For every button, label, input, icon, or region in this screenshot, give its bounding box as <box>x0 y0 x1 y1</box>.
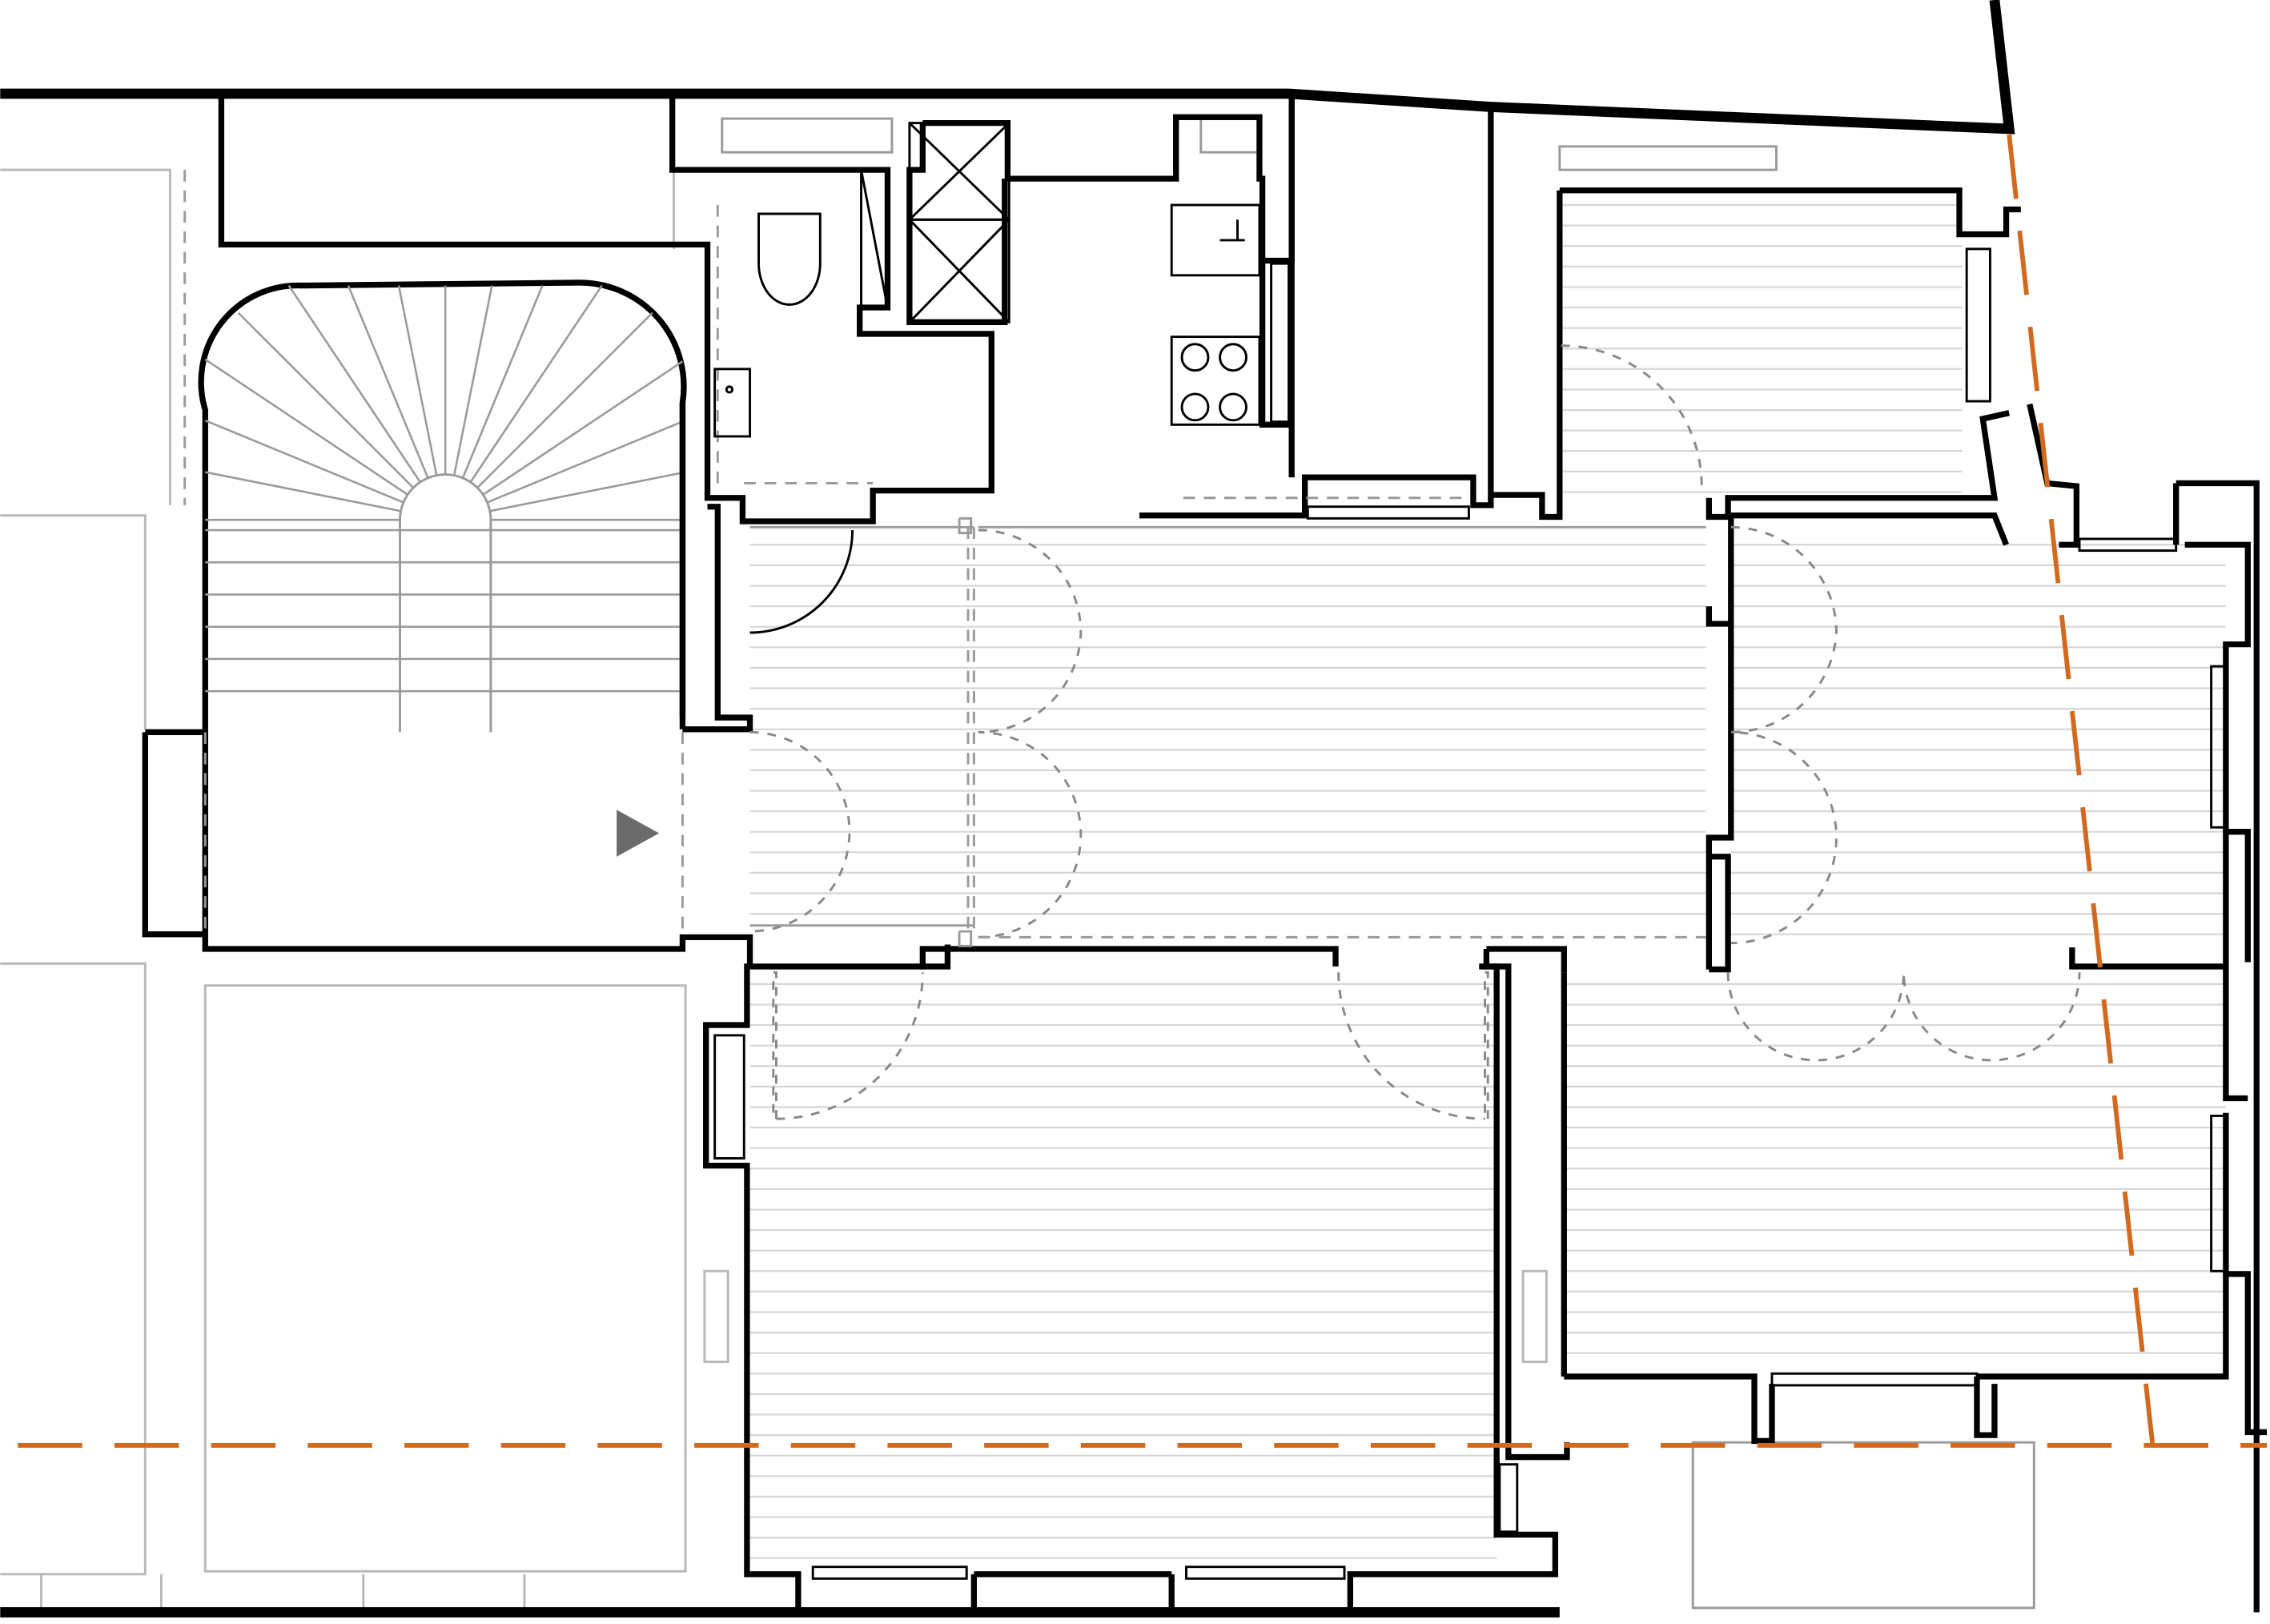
sink-icon <box>713 368 752 438</box>
floorboard-hatching <box>205 203 2226 1559</box>
entry-arrow-icon <box>617 810 660 857</box>
stair-ray <box>204 419 404 504</box>
stair-ray <box>461 285 544 479</box>
stair-ray <box>204 358 408 496</box>
stair-ray <box>205 471 401 513</box>
stair-ray <box>347 285 429 479</box>
cupboard-icon <box>860 122 1010 324</box>
stair-ray <box>237 312 415 489</box>
section-cut-lines <box>18 134 2268 1448</box>
windows <box>713 247 2228 1580</box>
hob-icon <box>1170 336 1261 426</box>
toilet-icon <box>757 212 822 306</box>
thresholds <box>203 205 1706 947</box>
stair-ray <box>487 420 683 504</box>
stair-ray <box>476 312 653 489</box>
stair-ray <box>469 284 603 483</box>
neighbour-outlines <box>0 117 2035 1615</box>
door-swings <box>749 344 2081 1120</box>
stair-ray <box>397 285 438 476</box>
spiral-stair-icon <box>198 279 687 733</box>
stair-ray <box>482 360 684 496</box>
stair-ray <box>489 472 683 513</box>
kitchen-sink-icon <box>1170 203 1261 277</box>
stair-ray <box>287 284 421 483</box>
stair-ray <box>452 285 493 476</box>
